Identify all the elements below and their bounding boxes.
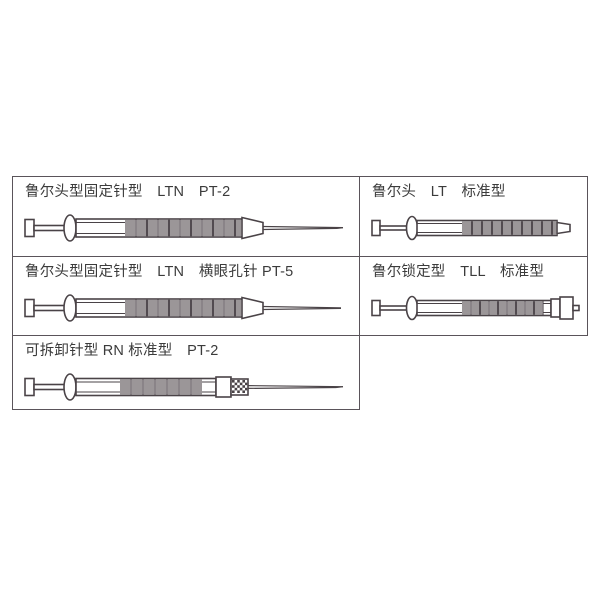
syringe-ltn-pt2-drawing — [23, 211, 349, 245]
graduation-band — [120, 378, 202, 396]
cell-label-ltn-pt5: 鲁尔头型固定针型 LTN 横眼孔针 PT-5 — [25, 264, 294, 280]
syringe-rn-pt2-svg — [24, 373, 344, 401]
catalog-cell-tll-standard[interactable]: 鲁尔锁定型 TLL 标准型 — [359, 256, 588, 336]
knurled-nut-icon — [230, 378, 249, 396]
graduation-band — [462, 220, 557, 236]
syringe-rn-pt2-drawing — [23, 370, 349, 404]
graduation-band — [462, 300, 544, 316]
catalog-cell-empty — [360, 336, 588, 410]
syringe-tll-standard-svg — [371, 295, 580, 321]
syringe-ltn-pt5-drawing — [23, 291, 349, 325]
catalog-cell-lt-standard[interactable]: 鲁尔头 LT 标准型 — [359, 176, 588, 257]
catalog-cell-rn-pt2[interactable]: 可拆卸针型 RN 标准型 PT-2 — [12, 335, 360, 410]
syringe-lt-standard-svg — [371, 215, 571, 241]
cell-label-ltn-pt2: 鲁尔头型固定针型 LTN PT-2 — [25, 184, 231, 200]
catalog-grid: 鲁尔头型固定针型 LTN PT-2 — [12, 176, 588, 410]
syringe-ltn-pt5-svg — [24, 294, 342, 322]
cell-label-rn-pt2: 可拆卸针型 RN 标准型 PT-2 — [25, 343, 219, 359]
syringe-tll-standard-drawing — [370, 291, 582, 325]
cell-label-lt-standard: 鲁尔头 LT 标准型 — [372, 184, 506, 200]
catalog-cell-ltn-pt5[interactable]: 鲁尔头型固定针型 LTN 横眼孔针 PT-5 — [12, 256, 360, 336]
graduation-band — [125, 219, 242, 237]
cell-label-tll-standard: 鲁尔锁定型 TLL 标准型 — [372, 264, 545, 280]
syringe-ltn-pt2-svg — [24, 214, 344, 242]
graduation-band — [125, 299, 242, 317]
syringe-lt-standard-drawing — [370, 211, 578, 245]
syringe-catalog-table: 鲁尔头型固定针型 LTN PT-2 — [12, 176, 588, 410]
catalog-cell-ltn-pt2[interactable]: 鲁尔头型固定针型 LTN PT-2 — [12, 176, 360, 257]
